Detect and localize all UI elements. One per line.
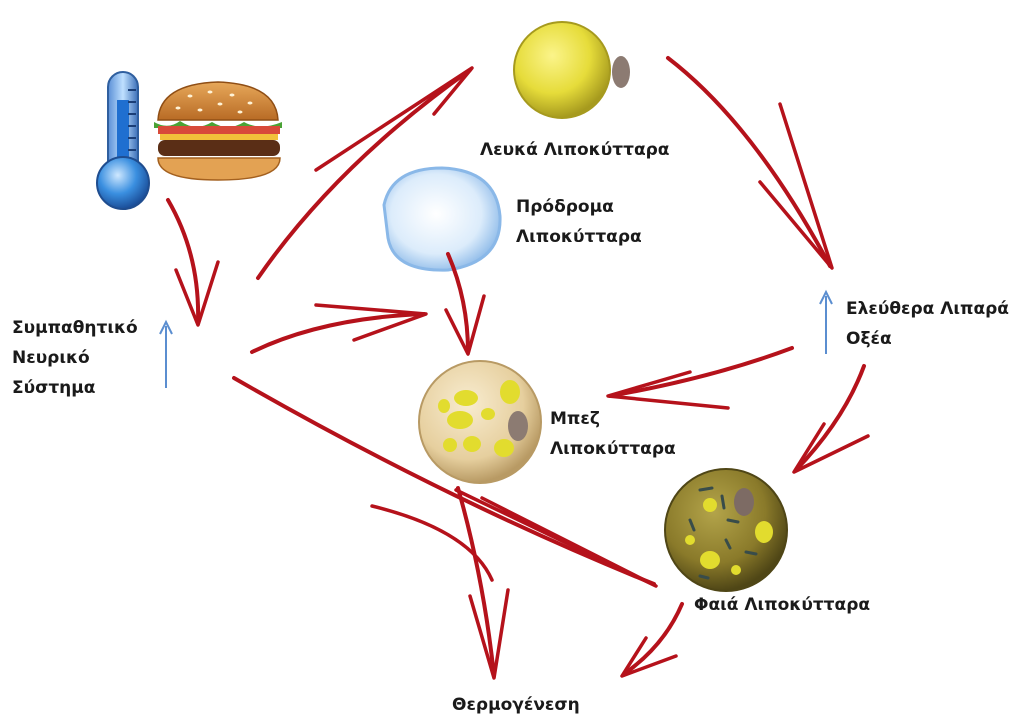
arrow-white-to-ffa <box>668 58 832 268</box>
ffa-increase-arrow <box>820 292 832 354</box>
arrow-brown-to-thermogenesis <box>622 604 682 676</box>
arrow-sympathetic-to-precursor <box>252 305 426 352</box>
brown-adipocyte <box>665 469 787 591</box>
label-sympathetic-nervous-system: Συμπαθητικό Νευρικό Σύστημα <box>12 313 138 403</box>
label-thermogenesis: Θερμογένεση <box>452 690 580 720</box>
label-white-adipocytes: Λευκά Λιποκύτταρα <box>480 135 669 165</box>
arrow-food-to-sympathetic <box>168 200 218 325</box>
thermometer-icon <box>97 72 149 209</box>
sympathetic-increase-arrow <box>160 322 172 388</box>
arrow-ffa-to-beige <box>608 348 792 408</box>
beige-adipocyte <box>419 361 541 483</box>
arrow-ffa-to-brown <box>794 366 868 472</box>
label-free-fatty-acids: Ελεύθερα Λιπαρά Οξέα <box>846 294 1009 354</box>
hamburger-icon <box>154 82 282 180</box>
label-beige-adipocytes: Μπεζ Λιποκύτταρα <box>550 404 676 464</box>
label-brown-adipocytes: Φαιά Λιποκύτταρα <box>694 590 870 620</box>
precursor-adipocyte <box>384 168 500 270</box>
label-precursor-adipocytes: Πρόδρομα Λιποκύτταρα <box>516 192 642 252</box>
white-adipocyte <box>514 22 630 118</box>
